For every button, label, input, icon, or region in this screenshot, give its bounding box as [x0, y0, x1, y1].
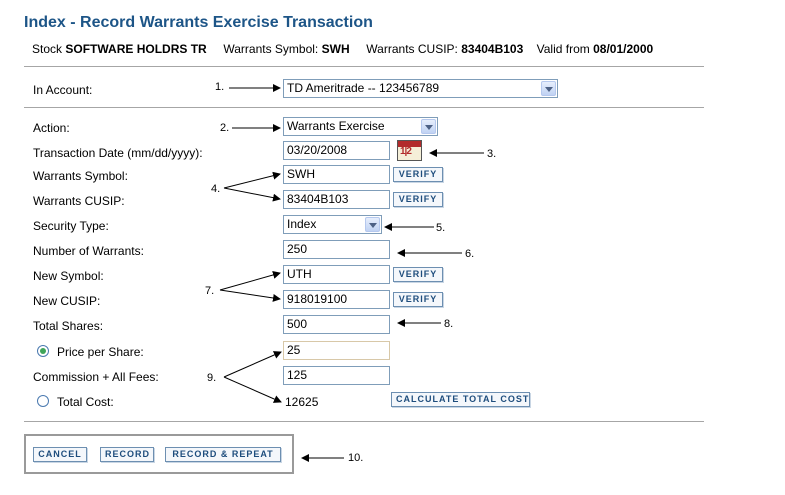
action-label: Action:: [33, 121, 70, 135]
arrow-4a: [223, 171, 281, 189]
divider: [24, 421, 704, 422]
callout-2: 2.: [220, 122, 230, 134]
warrants-symbol-value: SWH: [321, 42, 350, 56]
new-symbol-field[interactable]: UTH: [283, 265, 390, 284]
arrow-9a: [223, 351, 282, 378]
callout-3: 3.: [487, 148, 497, 160]
callout-7: 7.: [205, 285, 215, 297]
price-per-share-radio[interactable]: [37, 345, 49, 357]
commission-field[interactable]: 125: [283, 366, 390, 385]
account-select[interactable]: TD Ameritrade -- 123456789: [283, 79, 558, 98]
total-cost-label: Total Cost:: [57, 395, 114, 409]
total-cost-radio[interactable]: [37, 395, 49, 407]
stock-info-line: Stock SOFTWARE HOLDRS TR Warrants Symbol…: [32, 42, 653, 56]
verify-new-symbol-button[interactable]: VERIFY: [393, 267, 443, 282]
divider: [24, 66, 704, 67]
price-per-share-label: Price per Share:: [57, 345, 144, 359]
stock-value: SOFTWARE HOLDRS TR: [65, 42, 207, 56]
action-select-value: Warrants Exercise: [287, 119, 385, 133]
account-select-value: TD Ameritrade -- 123456789: [287, 81, 440, 95]
warrants-cusip-field-label: Warrants CUSIP:: [33, 194, 125, 208]
security-type-select[interactable]: Index: [283, 215, 382, 234]
account-label: In Account:: [33, 83, 93, 97]
arrow-9b: [223, 376, 282, 403]
callout-10: 10.: [348, 452, 364, 464]
warrants-cusip-field[interactable]: 83404B103: [283, 190, 390, 209]
new-cusip-field[interactable]: 918019100: [283, 290, 390, 309]
record-and-repeat-button[interactable]: RECORD & REPEAT: [165, 447, 281, 462]
number-of-warrants-field[interactable]: 250: [283, 240, 390, 259]
transaction-date-label: Transaction Date (mm/dd/yyyy):: [33, 146, 203, 160]
commission-label: Commission + All Fees:: [33, 370, 159, 384]
chevron-down-icon[interactable]: [365, 217, 380, 232]
chevron-down-icon[interactable]: [421, 119, 436, 134]
new-cusip-label: New CUSIP:: [33, 294, 101, 308]
divider: [24, 107, 704, 108]
security-type-label: Security Type:: [33, 219, 109, 233]
arrow-4b: [223, 187, 281, 202]
callout-1: 1.: [215, 81, 225, 93]
warrants-cusip-value: 83404B103: [461, 42, 524, 56]
stock-label: Stock: [32, 42, 63, 56]
valid-from-value: 08/01/2000: [593, 42, 654, 56]
transaction-date-field[interactable]: 03/20/2008: [283, 141, 390, 160]
warrants-symbol-field-label: Warrants Symbol:: [33, 169, 128, 183]
verify-warrants-symbol-button[interactable]: VERIFY: [393, 167, 443, 182]
arrow-7b: [219, 289, 281, 302]
callout-5: 5.: [436, 222, 446, 234]
valid-from-label: Valid from: [536, 42, 590, 56]
calendar-icon[interactable]: 1|2: [397, 140, 422, 161]
total-cost-value: 12625: [285, 395, 319, 409]
action-select[interactable]: Warrants Exercise: [283, 117, 438, 136]
page-title: Index - Record Warrants Exercise Transac…: [24, 14, 373, 31]
record-button[interactable]: RECORD: [100, 447, 154, 462]
warrants-symbol-label: Warrants Symbol:: [223, 42, 319, 56]
number-of-warrants-label: Number of Warrants:: [33, 244, 144, 258]
verify-warrants-cusip-button[interactable]: VERIFY: [393, 192, 443, 207]
security-type-select-value: Index: [287, 217, 317, 231]
calculate-total-cost-button[interactable]: CALCULATE TOTAL COST: [391, 392, 530, 407]
price-per-share-field[interactable]: 25: [283, 341, 390, 360]
warrants-cusip-label: Warrants CUSIP:: [366, 42, 458, 56]
new-symbol-label: New Symbol:: [33, 269, 104, 283]
cancel-button[interactable]: CANCEL: [33, 447, 87, 462]
callout-9: 9.: [207, 372, 217, 384]
total-shares-field[interactable]: 500: [283, 315, 390, 334]
warrants-symbol-field[interactable]: SWH: [283, 165, 390, 184]
arrow-7a: [219, 271, 281, 291]
chevron-down-icon[interactable]: [541, 81, 556, 96]
callout-8: 8.: [444, 318, 454, 330]
callout-6: 6.: [465, 248, 475, 260]
total-shares-label: Total Shares:: [33, 319, 104, 333]
callout-4: 4.: [211, 183, 221, 195]
action-button-group: [24, 434, 294, 474]
verify-new-cusip-button[interactable]: VERIFY: [393, 292, 443, 307]
